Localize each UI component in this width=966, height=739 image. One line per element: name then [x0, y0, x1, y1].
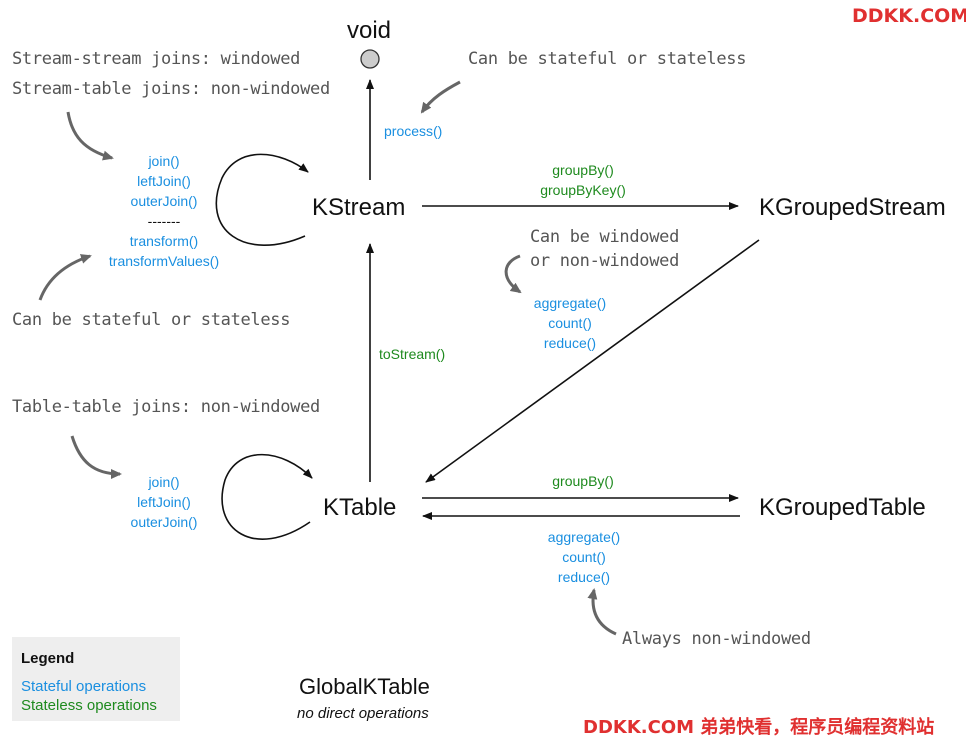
op-agg-table: aggregate() count() reduce() [529, 527, 639, 587]
void-terminal [360, 49, 380, 69]
note-arrow-transform [38, 254, 92, 301]
legend-stateful: Stateful operations [21, 678, 147, 695]
note-table-join-types: Table-table joins: non-windowed [12, 397, 320, 417]
op-reduce: reduce() [543, 335, 597, 351]
kstream-self-loop [215, 153, 309, 246]
node-kgroupedstream: KGroupedStream [759, 194, 946, 221]
note-arrow-windowed [504, 254, 522, 294]
op-agg-stream: aggregate() count() reduce() [515, 293, 625, 353]
op-count: count() [548, 315, 592, 331]
note-process-stateful: Can be stateful or stateless [468, 49, 747, 69]
node-globalktable: GlobalKTable [299, 674, 430, 699]
arrow-kgroupedstream-to-ktable [425, 239, 760, 483]
op-group-table: groupBy() [552, 473, 614, 489]
note-arrow-always-nonwindowed [587, 588, 617, 636]
node-kgroupedtable: KGroupedTable [759, 494, 926, 521]
ktable-self-loop [221, 453, 313, 540]
note-stream-table: Stream-table joins: non-windowed [12, 79, 330, 99]
legend-title: Legend [21, 650, 75, 667]
node-void: void [347, 17, 392, 44]
op-group-stream: groupBy() groupByKey() [518, 160, 648, 200]
note-windowed-line2: or non-windowed [530, 251, 680, 271]
note-arrow-process [420, 80, 461, 114]
op-outerjoin: outerJoin() [130, 193, 198, 209]
op-aggregate: aggregate() [533, 295, 607, 311]
op-tostream: toStream() [379, 346, 446, 362]
legend: Legend Stateful operations Stateless ope… [12, 637, 180, 721]
note-stream-stream: Stream-stream joins: windowed [12, 49, 301, 69]
op-separator: ------- [147, 213, 181, 229]
watermark-bottom: DDKK.COM 弟弟快看，程序员编程资料站 [583, 717, 935, 738]
op-groupbykey: groupByKey() [540, 182, 626, 198]
op-table-count: count() [562, 549, 606, 565]
legend-stateless: Stateless operations [21, 697, 157, 714]
op-process: process() [384, 123, 443, 139]
op-transformvalues: transformValues() [108, 253, 220, 269]
note-windowed-line1: Can be windowed [530, 227, 680, 247]
op-table-joins: join() leftJoin() outerJoin() [114, 472, 214, 532]
note-arrow-stream-joins [66, 111, 114, 161]
node-ktable: KTable [323, 494, 397, 521]
node-kstream: KStream [312, 194, 406, 221]
op-table-reduce: reduce() [557, 569, 611, 585]
note-arrow-table-joins [70, 435, 122, 479]
op-table-leftjoin: leftJoin() [137, 494, 191, 510]
note-windowed: Can be windowed or non-windowed [530, 225, 679, 273]
op-join: join() [148, 153, 180, 169]
op-transform: transform() [129, 233, 199, 249]
note-transform-stateful: Can be stateful or stateless [12, 310, 291, 330]
note-stream-join-types: Stream-stream joins: windowed Stream-tab… [12, 44, 330, 104]
op-stream-joins: join() leftJoin() outerJoin() ------- tr… [94, 151, 234, 271]
op-table-aggregate: aggregate() [547, 529, 621, 545]
op-table-join: join() [148, 474, 180, 490]
op-table-outerjoin: outerJoin() [130, 514, 198, 530]
op-groupby: groupBy() [552, 162, 614, 178]
globalktable-note: no direct operations [297, 705, 429, 722]
note-always-nonwindowed: Always non-windowed [622, 629, 811, 649]
op-leftjoin: leftJoin() [137, 173, 191, 189]
watermark-top: DDKK.COM [852, 5, 966, 27]
